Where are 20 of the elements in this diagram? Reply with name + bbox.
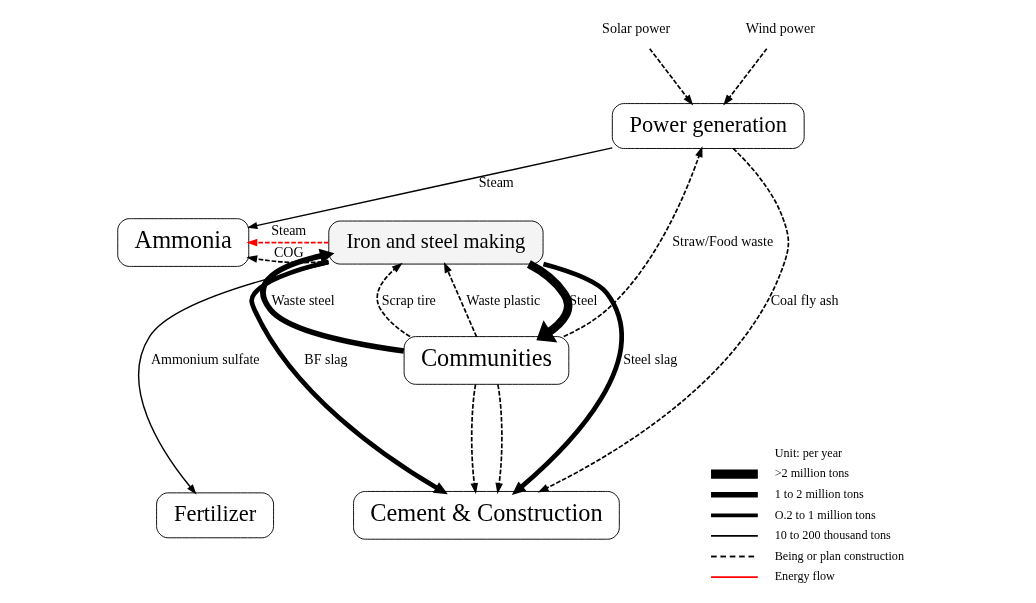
node-text: Solar power — [601, 20, 670, 37]
edge-label: Straw/Food waste — [671, 232, 773, 249]
edge-label: Ammonium sulfate — [150, 350, 260, 367]
edge-label: Scrap tire — [381, 291, 436, 308]
label: Unit: per year — [774, 445, 842, 460]
edge-label: Waste steel — [270, 291, 335, 308]
legend-label: 10 to 200 thousand tons — [774, 528, 891, 543]
edge-label: BF slag — [303, 350, 348, 367]
edge-label: Steel slag — [622, 350, 677, 367]
edge-label: Coal fly ash — [770, 291, 838, 308]
edge-label: Waste plastic — [465, 291, 540, 308]
edge-label: COG — [273, 243, 304, 260]
legend-label: O.2 to 1 million tons — [774, 507, 876, 522]
legend-label: Energy flow — [774, 569, 835, 584]
edge-label: Steam — [270, 222, 306, 239]
legend-label: Being or plan construction — [774, 548, 904, 563]
edge-label: Steam — [478, 173, 514, 190]
legend-label: >2 million tons — [774, 466, 849, 481]
legend-label: 1 to 2 million tons — [774, 486, 864, 501]
node-text: Wind power — [745, 20, 815, 37]
